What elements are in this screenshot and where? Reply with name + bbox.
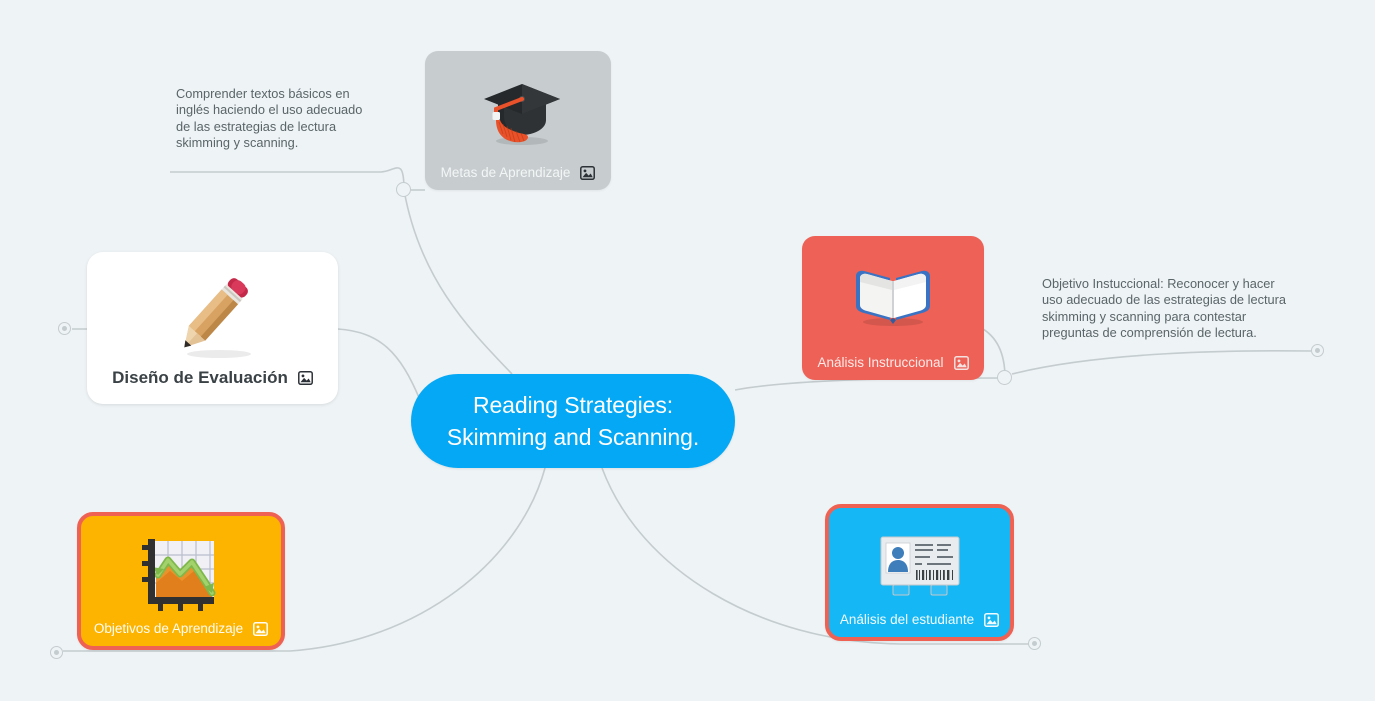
image-badge-icon[interactable] <box>953 355 969 370</box>
node-caption: Diseño de Evaluación <box>87 368 338 388</box>
note-objetivo-instruccional: Objetivo Instuccional: Reconocer y hacer… <box>1042 276 1287 341</box>
image-badge-icon[interactable] <box>984 612 1000 627</box>
node-analisis-del-estudiante[interactable]: Análisis del estudiante <box>825 504 1014 641</box>
node-caption: Análisis del estudiante <box>829 612 1010 627</box>
collapse-handle-bottom-right[interactable] <box>1028 637 1041 650</box>
collapse-handle-left[interactable] <box>58 322 71 335</box>
collapse-handle-bottom-left[interactable] <box>50 646 63 659</box>
connector-junction-middle[interactable] <box>997 370 1012 385</box>
node-caption: Metas de Aprendizaje <box>425 165 611 180</box>
node-diseno-de-evaluacion[interactable]: Diseño de Evaluación <box>87 252 338 404</box>
node-objetivos-label: Objetivos de Aprendizaje <box>93 621 244 636</box>
node-caption: Objetivos de Aprendizaje <box>81 621 281 636</box>
image-badge-icon[interactable] <box>253 621 269 636</box>
bar-chart-icon <box>81 524 281 624</box>
node-metas-label: Metas de Aprendizaje <box>440 165 571 180</box>
node-diseno-label: Diseño de Evaluación <box>112 368 288 387</box>
node-caption: Análisis Instruccional <box>802 355 984 370</box>
collapse-handle-right[interactable] <box>1311 344 1324 357</box>
connector-junction-top[interactable] <box>396 182 411 197</box>
note-metas-de-aprendizaje: Comprender textos básicos en inglés haci… <box>176 86 363 151</box>
node-metas-de-aprendizaje[interactable]: Metas de Aprendizaje <box>425 51 611 190</box>
node-instruccional-label: Análisis Instruccional <box>817 355 944 370</box>
node-analisis-instruccional[interactable]: Análisis Instruccional <box>802 236 984 380</box>
graduation-cap-icon <box>425 59 611 159</box>
image-badge-icon[interactable] <box>297 371 313 385</box>
central-node[interactable]: Reading Strategies: Skimming and Scannin… <box>411 374 735 468</box>
central-node-label: Reading Strategies: Skimming and Scannin… <box>446 392 700 450</box>
pencil-icon <box>87 262 338 366</box>
id-card-icon <box>829 516 1010 616</box>
node-objetivos-de-aprendizaje[interactable]: Objetivos de Aprendizaje <box>77 512 285 650</box>
image-badge-icon[interactable] <box>580 165 596 180</box>
node-estudiante-label: Análisis del estudiante <box>839 612 975 627</box>
open-book-icon <box>802 244 984 344</box>
